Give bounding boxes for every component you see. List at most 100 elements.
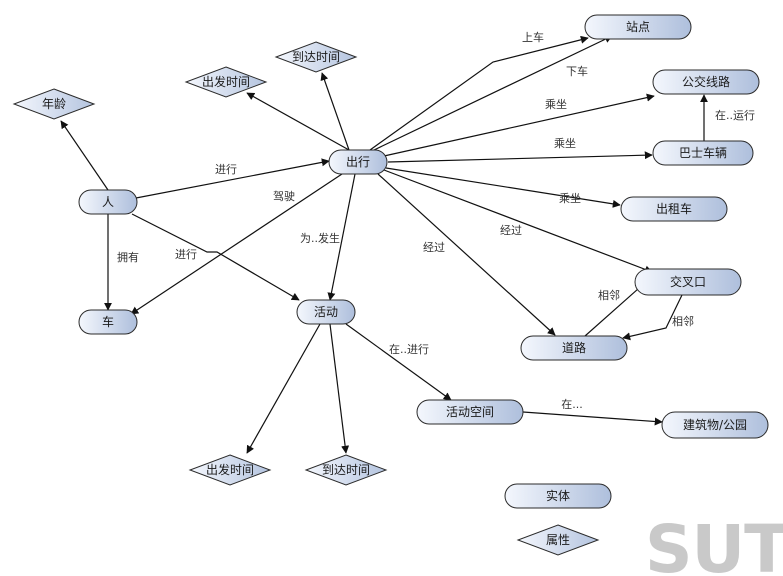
edge-activity-depart [246, 323, 321, 454]
edge-line [246, 92, 350, 151]
node-label: 公交线路 [682, 74, 730, 89]
edge-label: 乘坐 [554, 137, 576, 150]
entity-shape [78, 309, 138, 335]
attribute-shape [516, 524, 600, 556]
node-label: 活动空间 [446, 405, 494, 419]
edge-label: 上车 [522, 30, 544, 44]
node-label: 到达时间 [322, 463, 370, 477]
entity-node-trip: 出行 [328, 149, 388, 175]
edge-trip-taxi: 乘坐 [385, 167, 621, 208]
edge-line [383, 93, 655, 157]
edge-line [131, 213, 300, 301]
attribute-shape [12, 88, 96, 120]
edge-line [246, 323, 321, 454]
attribute-node-act-arrive: 到达时间 [304, 454, 388, 486]
node-label: 交叉口 [670, 274, 706, 289]
edge-line [60, 120, 109, 191]
entity-shape [652, 140, 754, 166]
edge-trip-road: 经过 [377, 173, 556, 336]
nodes-layer: 人年龄车出行出发时间到达时间站点公交线路巴士车辆出租车交叉口道路活动出发时间到达… [12, 14, 769, 556]
edge-trip-board: 上车 [369, 30, 589, 151]
entity-node-taxi: 出租车 [620, 196, 728, 222]
entity-shape [78, 189, 138, 215]
attribute-shape [274, 41, 358, 73]
watermark: SUTPC [645, 511, 783, 576]
edge-person-trip: 进行 [135, 158, 330, 199]
edge-person-car: 拥有 [104, 214, 139, 311]
entity-node-bus-route: 公交线路 [652, 69, 760, 95]
edge-label: 在..运行 [715, 109, 755, 122]
edge-line [383, 169, 653, 274]
attribute-node-act-depart: 出发时间 [188, 454, 272, 486]
entity-node-person: 人 [78, 189, 138, 215]
node-label: 出发时间 [206, 462, 254, 477]
edge-trip-depart-e [246, 92, 350, 151]
edge-label: 在..进行 [389, 343, 429, 356]
edge-person-activity: 进行 [131, 213, 300, 301]
entity-shape [620, 196, 728, 222]
node-label: 出行 [346, 155, 370, 169]
edge-line [387, 151, 653, 163]
attribute-shape [188, 454, 272, 486]
edge-line [345, 323, 452, 401]
entity-node-road: 道路 [520, 335, 628, 361]
attribute-node-trip-arrive: 到达时间 [274, 41, 358, 73]
attribute-shape [304, 454, 388, 486]
edge-label: 经过 [423, 241, 445, 254]
attribute-node-legend-attr: 属性 [516, 524, 600, 556]
entity-shape [504, 483, 612, 509]
edge-trip-car: 驾驶 [130, 173, 343, 315]
node-label: 建筑物/公园 [683, 417, 747, 432]
edge-label: 驾驶 [273, 189, 295, 203]
entity-node-act-space: 活动空间 [416, 399, 524, 425]
edge-line [329, 323, 350, 454]
entity-node-legend-entity: 实体 [504, 483, 612, 509]
edge-label: 进行 [215, 163, 237, 176]
entity-node-activity: 活动 [296, 299, 356, 325]
edge-person-age [60, 120, 109, 191]
edge-label: 乘坐 [559, 192, 581, 205]
edge-label: 进行 [175, 248, 197, 261]
node-label: 道路 [562, 340, 586, 355]
node-label: 年龄 [42, 97, 66, 111]
edge-line [327, 173, 356, 301]
node-label: 站点 [626, 20, 650, 34]
entity-shape [520, 335, 628, 361]
node-label: 到达时间 [292, 50, 340, 64]
edge-trip-bus: 乘坐 [387, 137, 653, 163]
entity-shape [416, 399, 524, 425]
entity-shape [296, 299, 356, 325]
attribute-node-trip-depart: 出发时间 [184, 66, 268, 98]
edge-activity-arrive [329, 323, 350, 454]
edge-activity-space: 在..进行 [345, 323, 452, 401]
entity-shape [328, 149, 388, 175]
edge-line [369, 35, 589, 151]
entity-node-car: 车 [78, 309, 138, 335]
edge-bus-on-route: 在..运行 [700, 94, 755, 141]
edge-label: 下车 [566, 64, 588, 78]
edge-line [377, 173, 556, 336]
entity-node-bus-vehicle: 巴士车辆 [652, 140, 754, 166]
edge-intersection-road: 相邻 [622, 294, 694, 341]
edge-line [135, 158, 330, 199]
edge-line [622, 294, 683, 341]
edge-line [373, 35, 613, 151]
edge-label: 相邻 [672, 315, 694, 328]
entity-shape [661, 411, 769, 439]
edge-label: 经过 [500, 224, 522, 237]
node-label: 车 [102, 314, 114, 329]
edge-label: 乘坐 [545, 98, 567, 111]
node-label: 巴士车辆 [679, 145, 727, 160]
edge-trip-alight: 下车 [373, 35, 613, 151]
edge-label: 相邻 [598, 289, 620, 302]
attribute-shape [184, 66, 268, 98]
edge-line [522, 411, 663, 426]
edge-line [385, 167, 621, 208]
edge-line [320, 72, 350, 151]
entity-node-intersection: 交叉口 [634, 268, 742, 296]
node-label: 人 [102, 195, 114, 209]
node-label: 出发时间 [202, 74, 250, 89]
node-label: 实体 [546, 488, 570, 503]
edge-trip-route: 乘坐 [383, 93, 655, 157]
node-label: 活动 [314, 305, 338, 319]
